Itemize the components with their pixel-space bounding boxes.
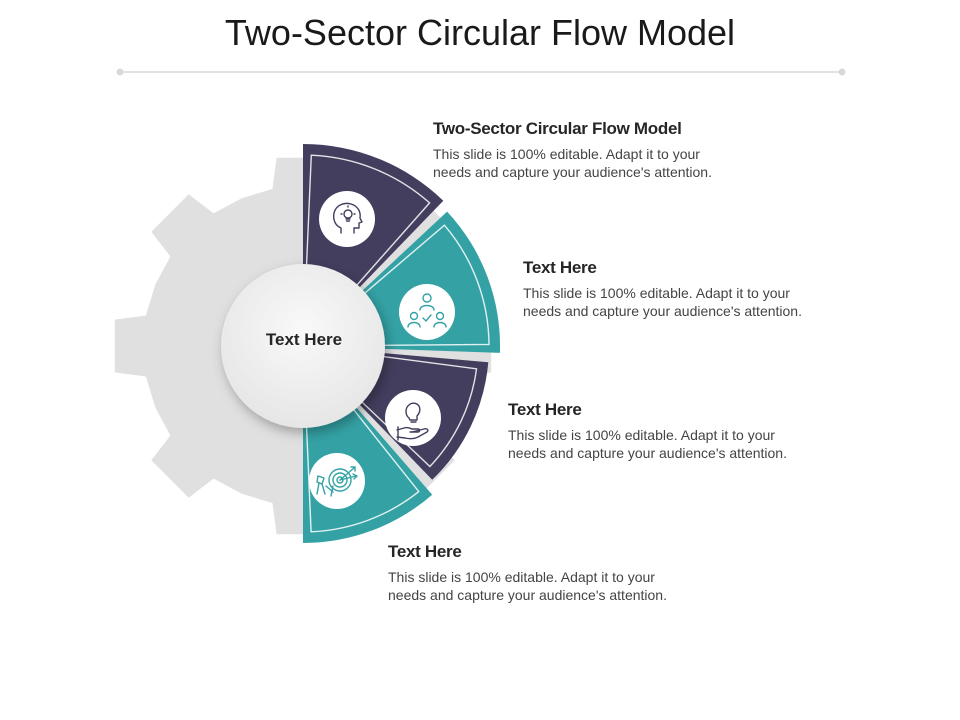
title-divider: [116, 68, 846, 76]
item-text: This slide is 100% editable. Adapt it to…: [523, 285, 802, 319]
item-block-3: Text Here This slide is 100% editable. A…: [508, 400, 928, 462]
item-heading: Two-Sector Circular Flow Model: [433, 119, 682, 138]
item-text: This slide is 100% editable. Adapt it to…: [388, 569, 667, 603]
item-block-2: Text Here This slide is 100% editable. A…: [523, 258, 943, 320]
page-title: Two-Sector Circular Flow Model: [224, 12, 736, 53]
hand-lightbulb-icon: [385, 390, 441, 446]
target-arrows-icon: [309, 453, 365, 509]
item-block-1: Two-Sector Circular Flow Model This slid…: [433, 119, 853, 181]
center-circle: [221, 264, 385, 428]
head-lightbulb-icon: [319, 191, 375, 247]
item-heading: Text Here: [523, 258, 597, 277]
item-heading: Text Here: [388, 542, 462, 561]
team-check-icon: [399, 284, 455, 340]
item-text: This slide is 100% editable. Adapt it to…: [508, 427, 787, 461]
item-text: This slide is 100% editable. Adapt it to…: [433, 146, 712, 180]
item-block-4: Text Here This slide is 100% editable. A…: [388, 542, 808, 604]
item-heading: Text Here: [508, 400, 582, 419]
center-label: Text Here: [265, 330, 343, 349]
